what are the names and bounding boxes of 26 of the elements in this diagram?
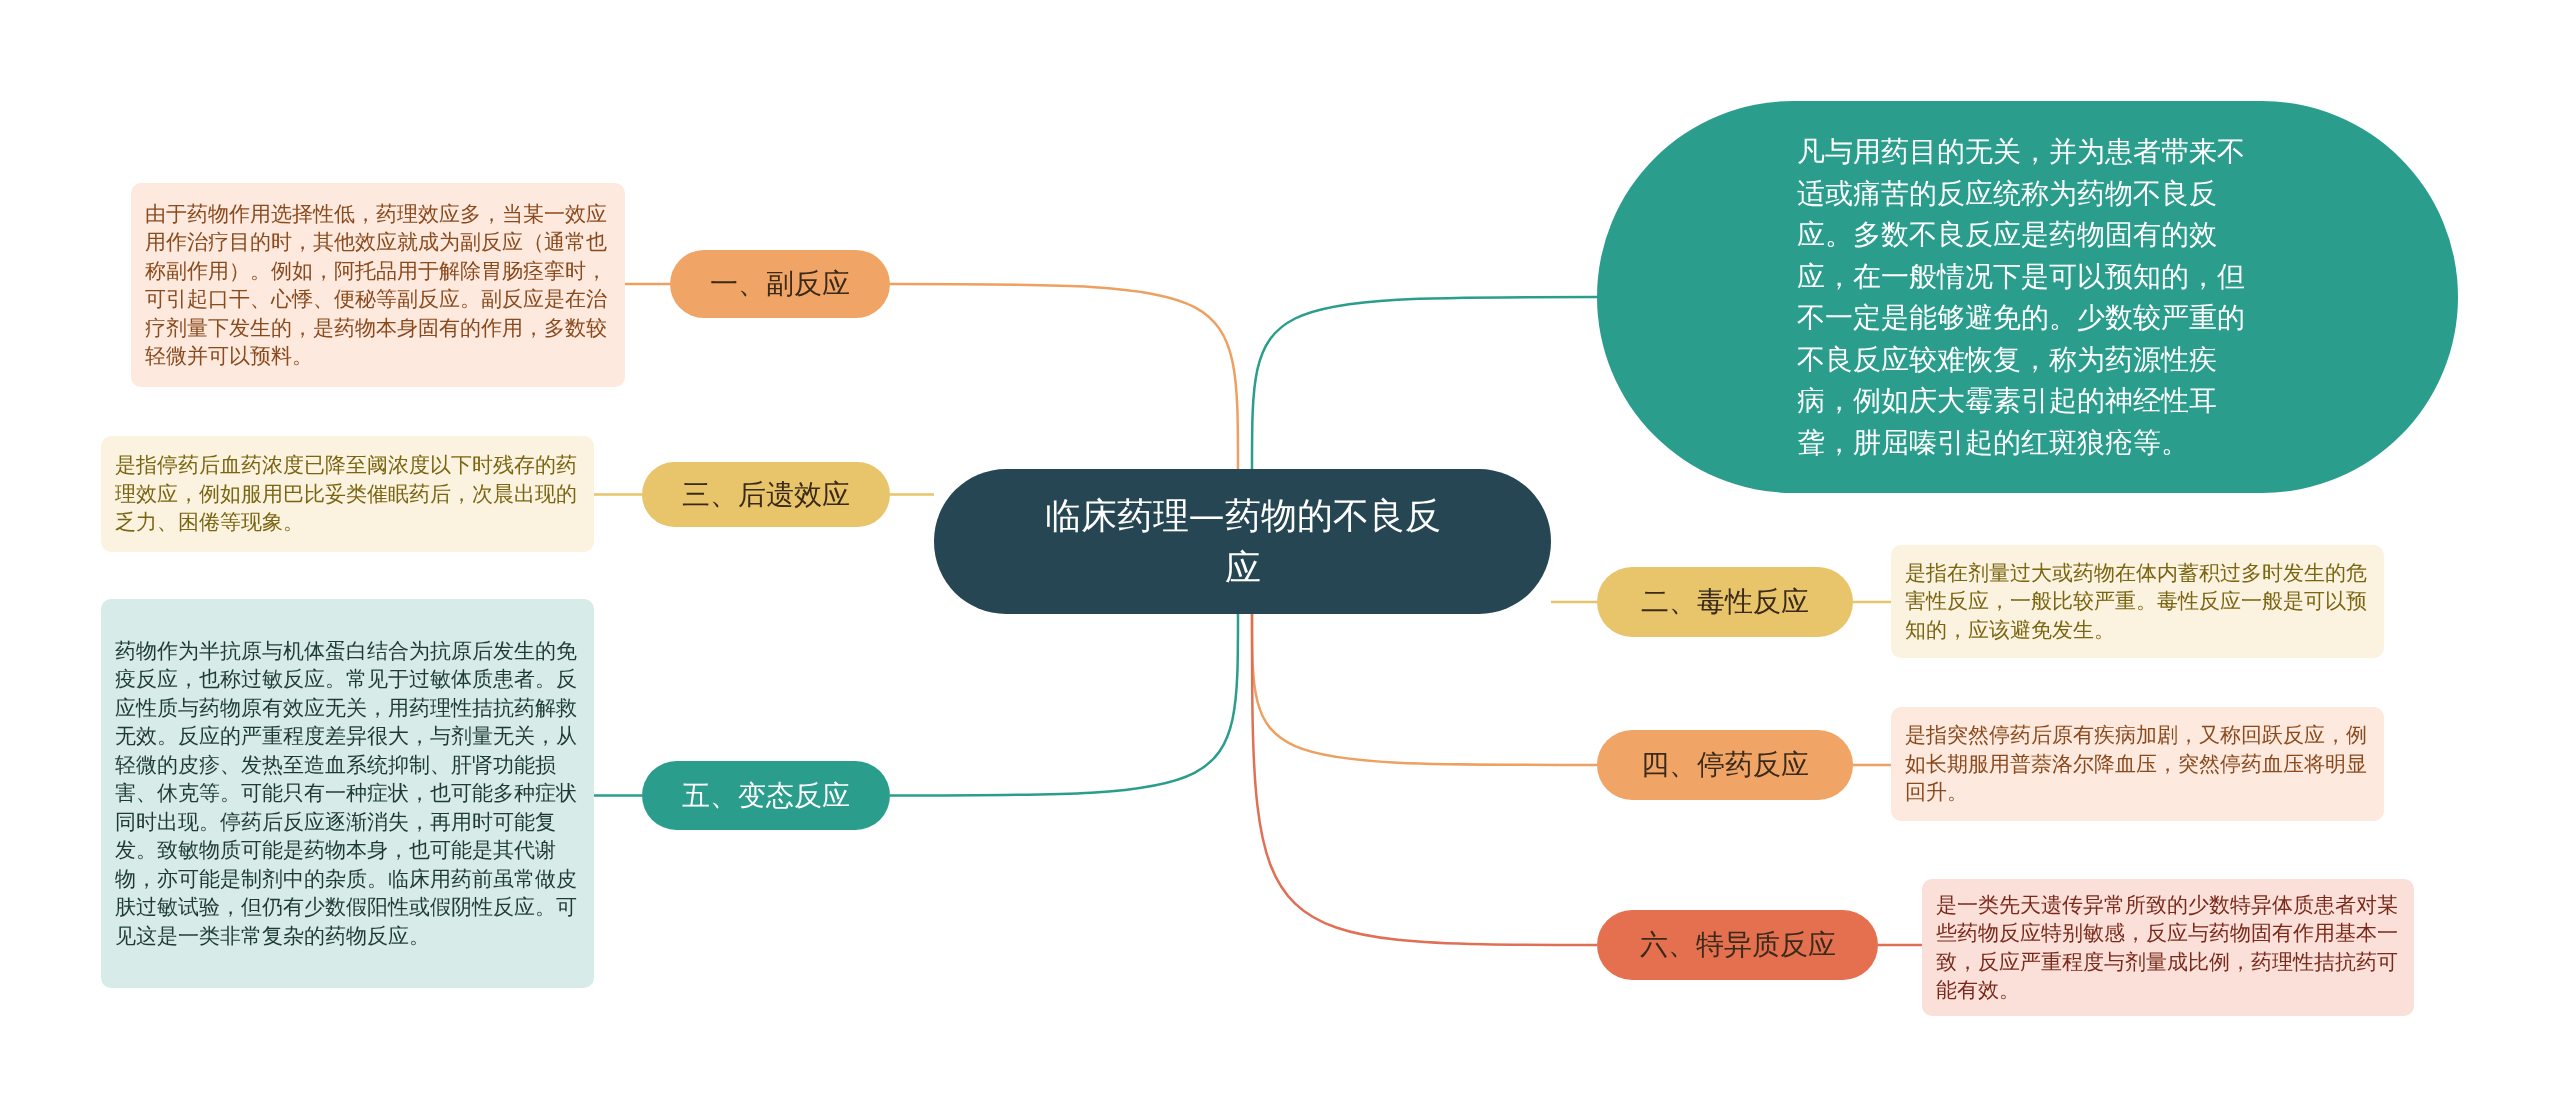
connector-line [1250,295,1597,469]
note-box: 是一类先天遗传异常所致的少数特异体质患者对某些药物反应特别敏感，反应与药物固有作用基本一致，反应严重程度与剂量成比例，药理性拮抗药可能有效。 [1922,879,2414,1016]
topic-box: 一、副反应 [670,250,890,318]
connector-line [1551,600,1597,604]
note-box: 是指停药后血药浓度已降至阈浓度以下时残存的药理效应，例如服用巴比妥类催眠药后，次晨出现的乏力、困倦等现象。 [101,436,594,552]
connector-line [594,493,642,496]
definition-bubble: 凡与用药目的无关，并为患者带来不适或痛苦的反应统称为药物不良反应。多数不良反应是药物固有的效应，在一般情况下是可以预知的，但不一定是能够避免的。少数较严重的不良反应较难恢复，称为药源性疾病，例如庆大霉素引起的神经性耳聋，肼屈嗪引起的红斑狼疮等。 [1597,101,2458,493]
connector-line [594,794,642,797]
connector-line [625,282,670,286]
topic-box: 三、后遗效应 [642,462,890,527]
topic-box: 四、停药反应 [1597,730,1853,800]
note-box: 由于药物作用选择性低，药理效应多，当某一效应用作治疗目的时，其他效应就成为副反应（通常也称副作用）。例如，阿托品用于解除胃肠痉挛时，可引起口干、心悸、便秘等副反应。副反应是在治疗剂量下发生的，是药物本身固有的作用，多数较轻微并可以预料。 [131,183,625,387]
connector-line [890,493,934,496]
connector-line [1853,600,1891,604]
topic-box: 五、变态反应 [642,761,890,830]
note-box: 是指在剂量过大或药物在体内蓄积过多时发生的危害性反应，一般比较严重。毒性反应一般是可以预知的，应该避免发生。 [1891,545,2384,658]
topic-box: 二、毒性反应 [1597,567,1853,637]
connector-line [890,282,1240,469]
connector-line [890,614,1240,797]
connector-line [1250,614,1597,947]
topic-box: 六、特异质反应 [1597,910,1878,980]
connector-line [1878,943,1922,947]
note-box: 药物作为半抗原与机体蛋白结合为抗原后发生的免疫反应，也称过敏反应。常见于过敏体质患者。反应性质与药物原有效应无关，用药理性拮抗药解救无效。反应的严重程度差异很大，与剂量无关，从轻微的皮疹、发热至造血系统抑制、肝肾功能损害、休克等。可能只有一种症状，也可能多种症状同时出现。停药后反应逐渐消失，再用时可能复发。致敏物质可能是药物本身，也可能是其代谢物，亦可能是制剂中的杂质。临床用药前虽常做皮肤过敏试验，但仍有少数假阳性或假阴性反应。可见这是一类非常复杂的药物反应。 [101,599,594,988]
note-box: 是指突然停药后原有疾病加剧，又称回跃反应，例如长期服用普萘洛尔降血压，突然停药血压将明显回升。 [1891,707,2384,821]
connector-line [1853,763,1891,767]
central-topic: 临床药理—药物的不良反应 [934,469,1551,614]
